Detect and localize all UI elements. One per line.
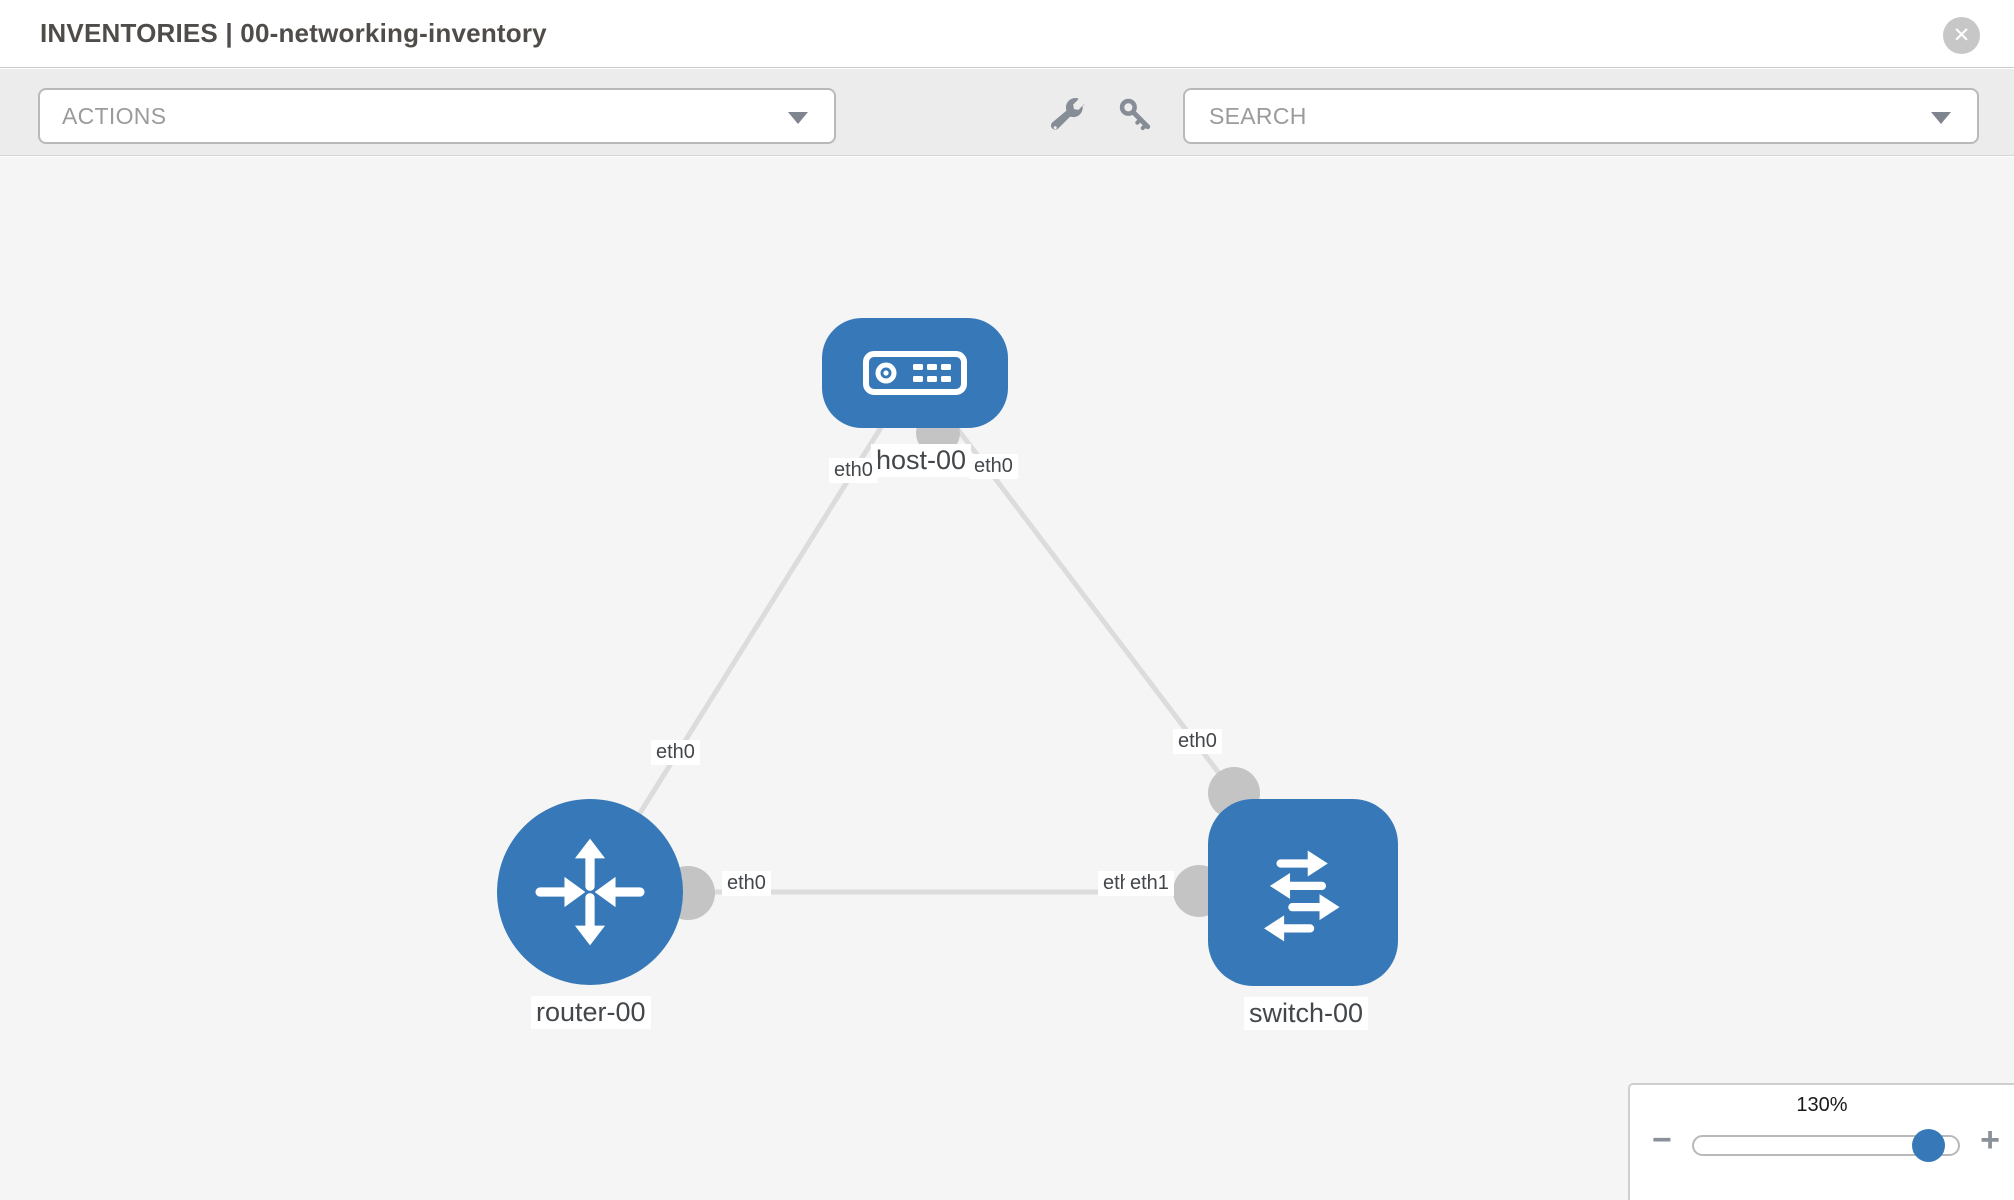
zoom-level: 130% bbox=[1796, 1094, 1848, 1116]
zoom-in-button[interactable]: + bbox=[1980, 1121, 2000, 1159]
key-credentials-button[interactable] bbox=[1116, 95, 1156, 135]
close-button[interactable]: ✕ bbox=[1943, 17, 1980, 54]
links-layer bbox=[587, 371, 1260, 920]
chevron-down-icon bbox=[1931, 112, 1951, 124]
node-router-00[interactable] bbox=[497, 799, 683, 985]
configure-wrench-button[interactable] bbox=[1048, 95, 1088, 135]
server-icon bbox=[863, 351, 967, 395]
interface-label-switch-eth1: eth1 bbox=[1125, 871, 1174, 896]
header: INVENTORIES | 00-networking-inventory ✕ bbox=[0, 0, 2014, 68]
search-dropdown-label: SEARCH bbox=[1209, 102, 1307, 129]
interface-label-router-eth0-on-host-link: eth0 bbox=[651, 740, 700, 765]
chevron-down-icon bbox=[788, 112, 808, 124]
page-title: INVENTORIES | 00-networking-inventory bbox=[40, 18, 547, 48]
interface-label-switch-eth0-on-host-link: eth0 bbox=[1173, 729, 1222, 754]
node-label-host-00: host-00 bbox=[871, 444, 972, 478]
interface-label-host-eth0-right: eth0 bbox=[969, 454, 1018, 479]
toolbar: ACTIONS SEARCH bbox=[0, 69, 2014, 156]
zoom-slider[interactable] bbox=[1692, 1129, 1960, 1162]
node-label-router-00: router-00 bbox=[531, 996, 651, 1030]
topology-canvas[interactable]: host-00 router-00 switch-00 eth0 eth0 et… bbox=[0, 157, 2014, 1200]
zoom-out-button[interactable]: − bbox=[1652, 1121, 1672, 1159]
interface-label-router-eth0: eth0 bbox=[722, 871, 771, 896]
node-host-00[interactable] bbox=[822, 318, 1008, 428]
node-switch-00[interactable] bbox=[1208, 799, 1398, 986]
zoom-panel: 130% − + bbox=[1628, 1083, 2014, 1200]
actions-dropdown[interactable]: ACTIONS bbox=[38, 88, 836, 144]
actions-dropdown-label: ACTIONS bbox=[62, 102, 167, 129]
interface-label-switch-overlap-group: eth0 eth1 bbox=[1098, 871, 1174, 899]
node-label-switch-00: switch-00 bbox=[1244, 997, 1369, 1031]
wrench-icon bbox=[1051, 98, 1085, 130]
interface-label-host-eth0-left: eth0 bbox=[829, 458, 878, 483]
interface-label-switch-eth0-clipped: eth0 bbox=[1098, 871, 1128, 896]
key-icon bbox=[1119, 98, 1151, 131]
close-icon: ✕ bbox=[1952, 24, 1971, 47]
router-arrows-icon bbox=[535, 838, 645, 946]
search-dropdown[interactable]: SEARCH bbox=[1183, 88, 1979, 144]
link-host-switch bbox=[913, 371, 1236, 795]
switch-arrows-icon bbox=[1264, 850, 1340, 941]
zoom-slider-thumb[interactable] bbox=[1912, 1129, 1945, 1162]
